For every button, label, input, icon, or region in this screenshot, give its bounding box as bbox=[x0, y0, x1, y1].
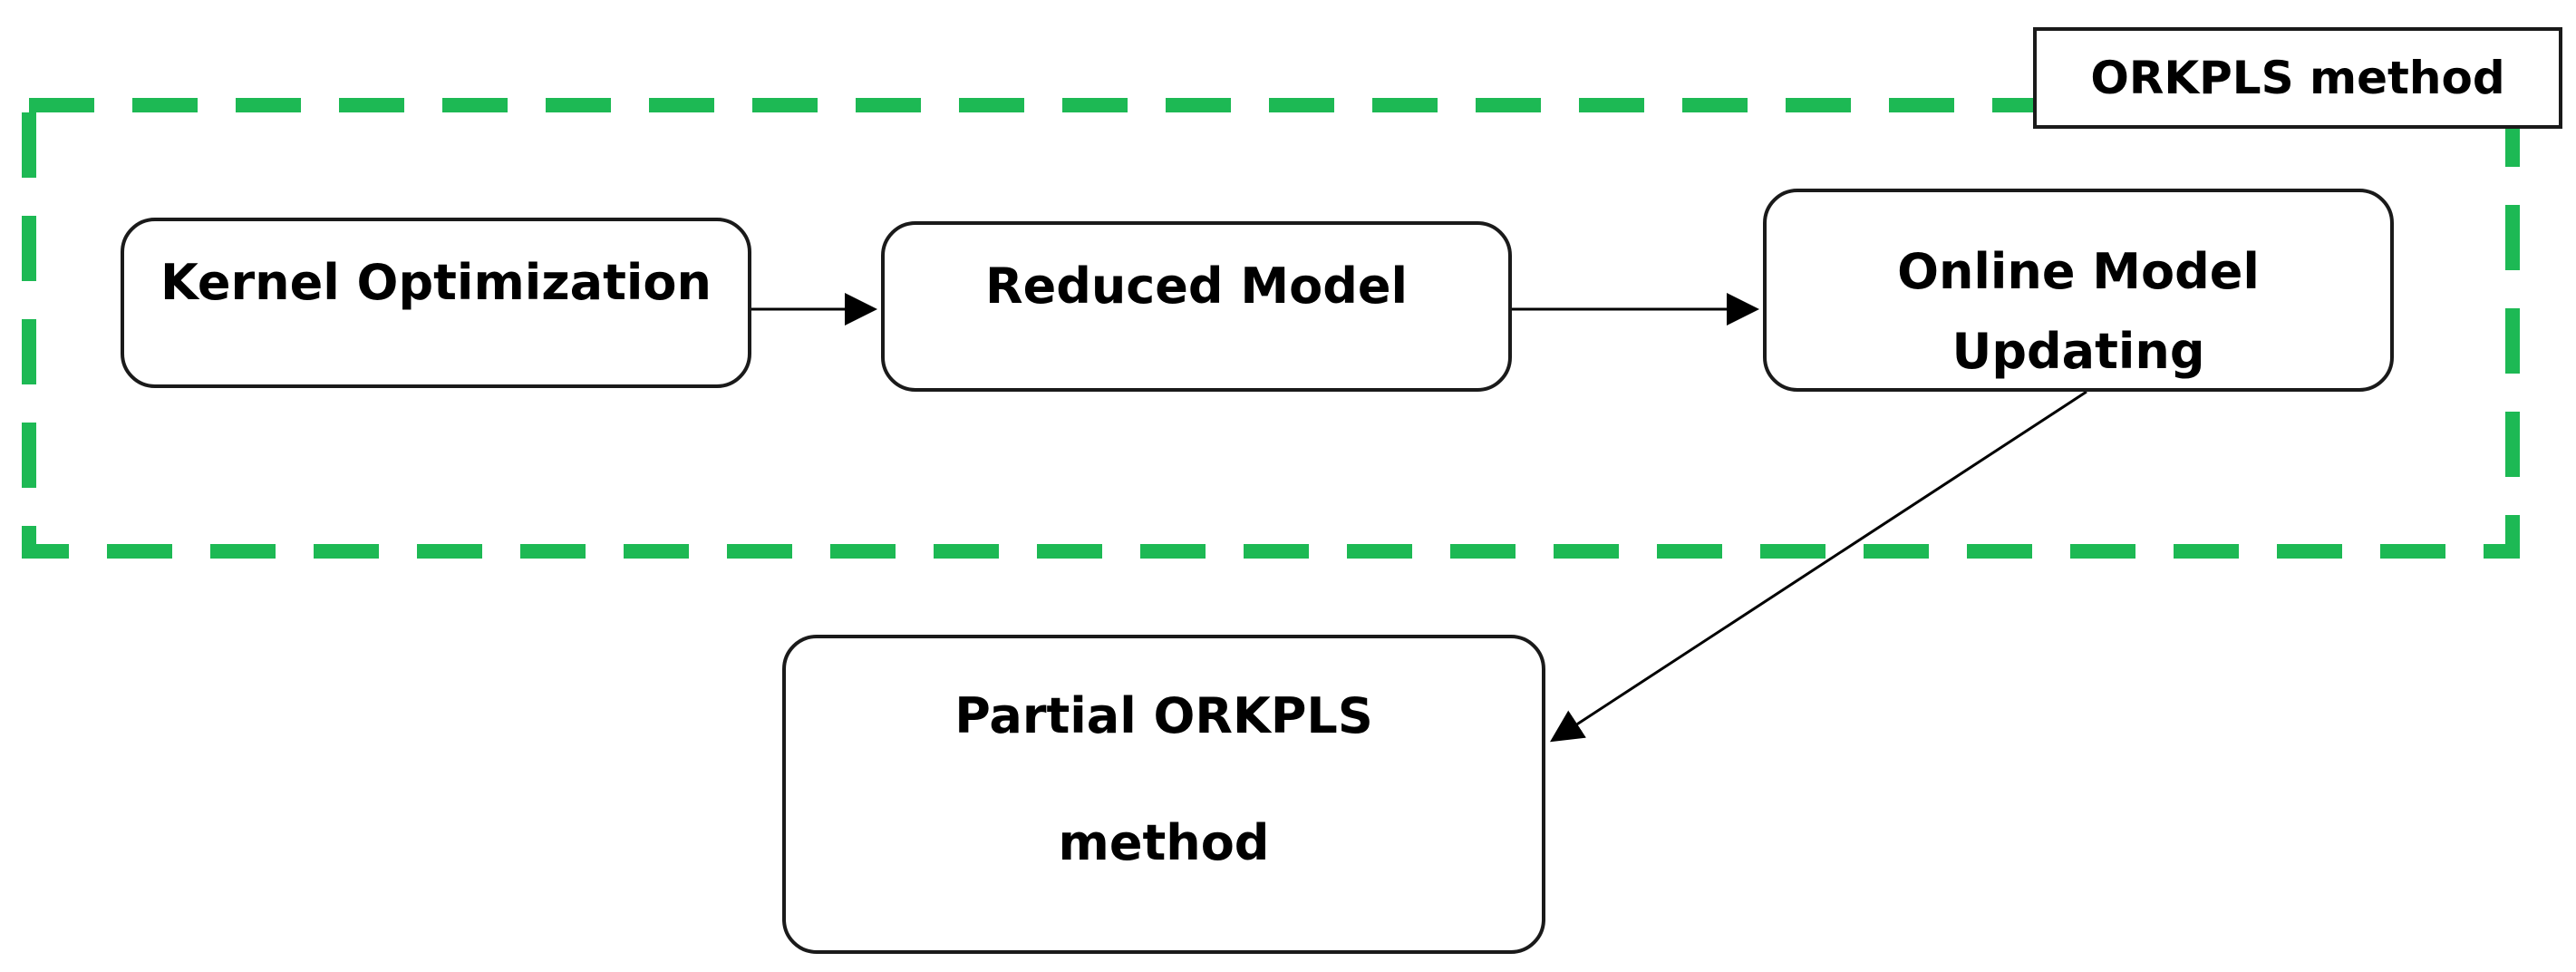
edge-online-to-partial bbox=[1549, 390, 2087, 743]
group-label: ORKPLS method bbox=[2090, 52, 2505, 104]
node-reduced-label: Reduced Model bbox=[984, 258, 1408, 315]
node-online-model-updating: Online Model Updating bbox=[1763, 189, 2394, 392]
node-partial-label-line1: Partial ORKPLS bbox=[954, 687, 1373, 744]
node-kernel-optimization: Kernel Optimization bbox=[121, 218, 751, 388]
group-label-box: ORKPLS method bbox=[2033, 27, 2562, 129]
node-partial-orkpls-method: Partial ORKPLS method bbox=[782, 635, 1545, 954]
node-partial-label-line2: method bbox=[1058, 814, 1270, 871]
orkpls-group-boundary bbox=[22, 98, 2520, 559]
node-online-label-line2: Updating bbox=[1951, 323, 2205, 380]
node-online-label-line1: Online Model bbox=[1897, 243, 2260, 300]
node-kernel-label: Kernel Optimization bbox=[160, 254, 712, 311]
node-reduced-model: Reduced Model bbox=[881, 221, 1512, 392]
